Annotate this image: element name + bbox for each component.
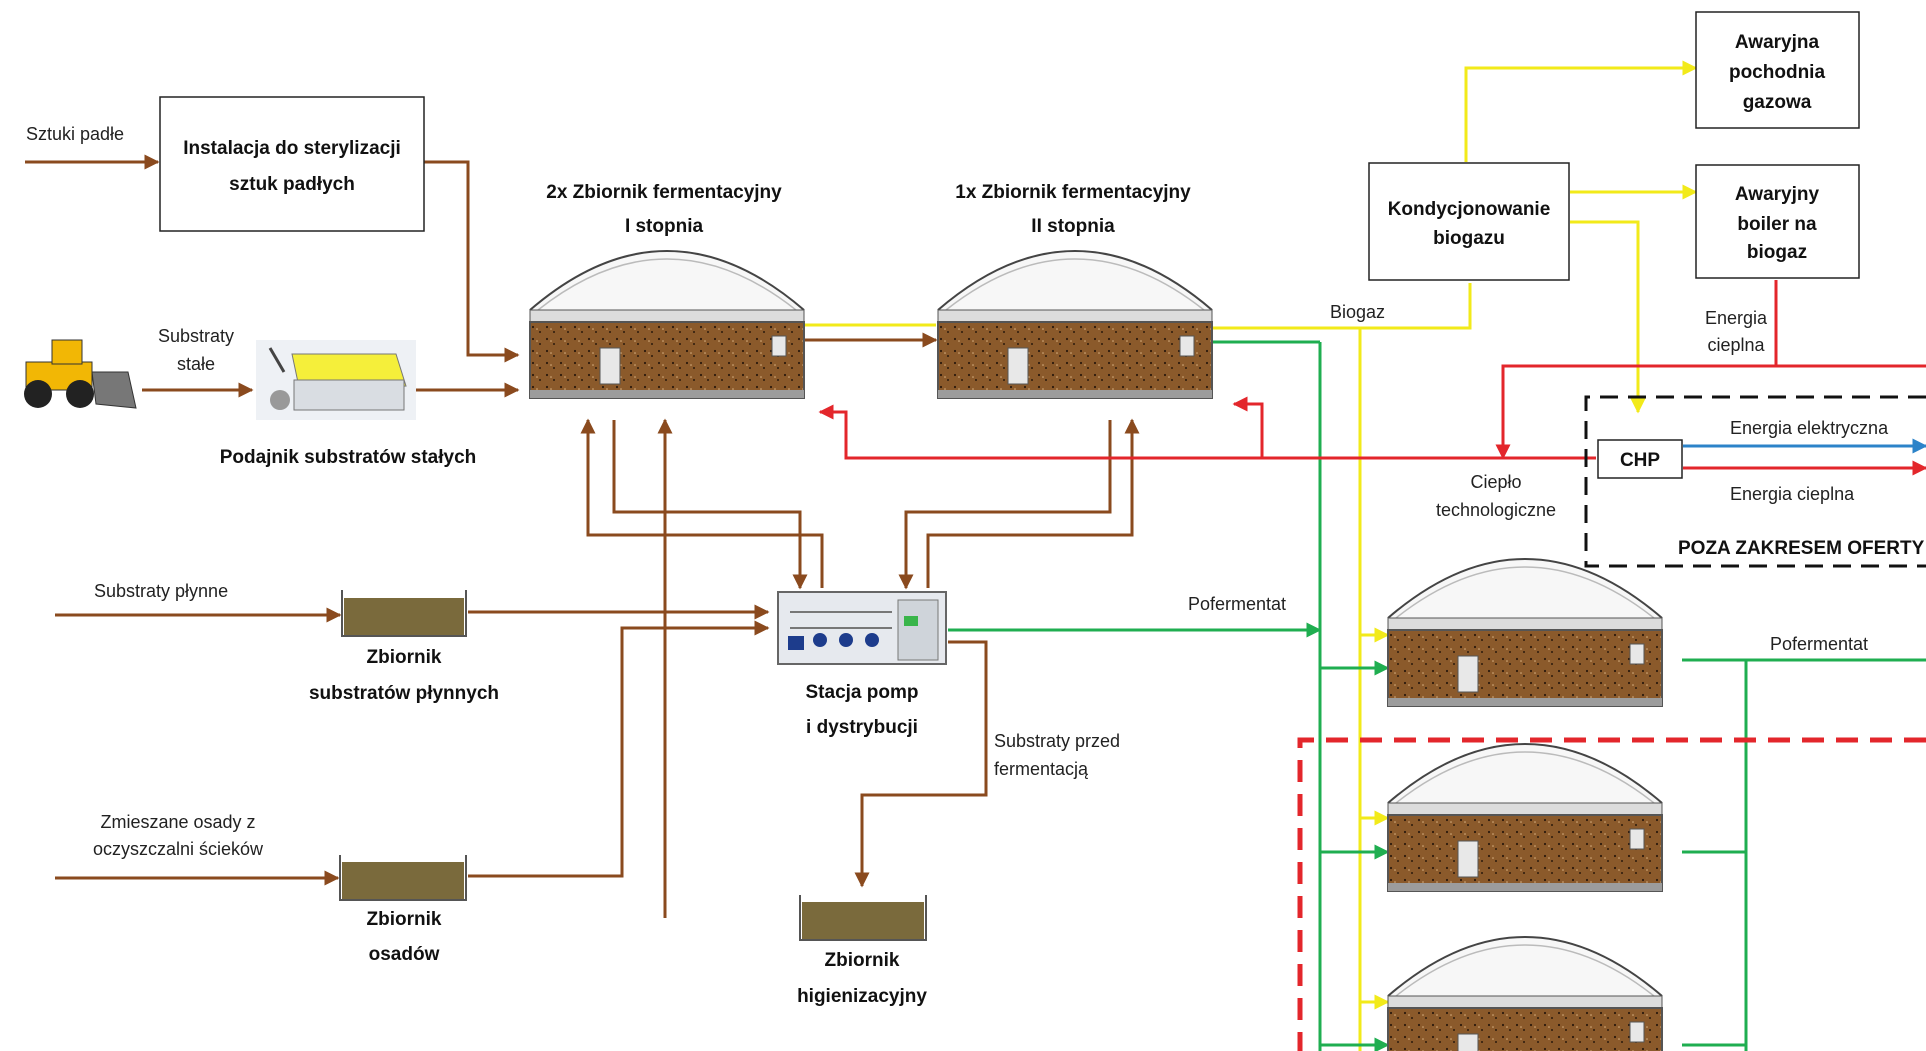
fermentor2-title-2: II stopnia bbox=[1031, 216, 1115, 237]
fermentor1-title-1: 2x Zbiornik fermentacyjny bbox=[546, 182, 782, 203]
fermentor2-title-1: 1x Zbiornik fermentacyjny bbox=[955, 182, 1191, 203]
input-substraty-plynne: Substraty płynne bbox=[94, 581, 228, 601]
out-of-scope-region: POZA ZAKRESEM OFERTY bbox=[1584, 395, 1926, 568]
heat-flows bbox=[818, 280, 1926, 476]
wheel-loader bbox=[24, 339, 137, 409]
hygienization-tank-label-2: higienizacyjny bbox=[797, 986, 927, 1007]
liquid-tank-label-2: substratów płynnych bbox=[309, 683, 499, 704]
svg-text:Instalacja do sterylizacji: Instalacja do sterylizacji bbox=[183, 138, 401, 159]
emergency-boiler-box: Awaryjny boiler na biogaz bbox=[1695, 164, 1860, 279]
biogas-conditioning-box: Kondycjonowanie biogazu bbox=[1368, 162, 1570, 281]
svg-text:Awaryjny: Awaryjny bbox=[1735, 184, 1820, 205]
flow-energia-elektryczna: Energia elektryczna bbox=[1730, 418, 1889, 438]
pump-station-label-1: Stacja pomp bbox=[806, 682, 919, 703]
input-osady-1: Zmieszane osady z bbox=[100, 812, 255, 832]
digestate-flows bbox=[948, 340, 1926, 1051]
hygienization-tank bbox=[799, 895, 927, 941]
sludge-tank bbox=[339, 855, 467, 901]
svg-text:biogazu: biogazu bbox=[1433, 228, 1505, 249]
flow-biogaz: Biogaz bbox=[1330, 302, 1385, 322]
input-osady-2: oczyszczalni ścieków bbox=[93, 839, 264, 859]
flow-pofermentat-2: Pofermentat bbox=[1770, 634, 1868, 654]
flow-cieplo-2: technologiczne bbox=[1436, 500, 1556, 520]
flow-pofermentat-1: Pofermentat bbox=[1188, 594, 1286, 614]
svg-text:Kondycjonowanie: Kondycjonowanie bbox=[1388, 199, 1551, 220]
flow-substraty-przed-2: fermentacją bbox=[994, 759, 1089, 779]
liquid-tank-label-1: Zbiornik bbox=[367, 647, 442, 668]
sludge-tank-label-1: Zbiornik bbox=[367, 909, 442, 930]
svg-text:gazowa: gazowa bbox=[1743, 92, 1812, 113]
sludge-tank-label-2: osadów bbox=[369, 944, 440, 965]
fermentation-tank-stage2 bbox=[937, 250, 1213, 399]
biogas-flows bbox=[804, 60, 1698, 1051]
substrate-flows bbox=[25, 154, 1140, 918]
digestate-tank-3 bbox=[1387, 936, 1663, 1051]
digestate-tank-2 bbox=[1387, 743, 1663, 892]
svg-text:biogaz: biogaz bbox=[1747, 242, 1807, 263]
emergency-flare-box: Awaryjna pochodnia gazowa bbox=[1695, 11, 1860, 129]
fermentor1-title-2: I stopnia bbox=[625, 216, 704, 237]
flow-cieplo-1: Ciepło bbox=[1470, 472, 1521, 492]
digestate-tank-1 bbox=[1387, 558, 1663, 707]
pump-station-label-2: i dystrybucji bbox=[806, 717, 918, 738]
flow-energia-cieplna: Energia cieplna bbox=[1730, 484, 1855, 504]
input-substraty-stale-2: stałe bbox=[177, 354, 215, 374]
pump-station bbox=[777, 591, 947, 665]
feeder-label: Podajnik substratów stałych bbox=[220, 447, 477, 468]
svg-text:Awaryjna: Awaryjna bbox=[1735, 32, 1820, 53]
flow-energia-cieplna-top-2: cieplna bbox=[1707, 335, 1765, 355]
red-dashed-region bbox=[1297, 737, 1926, 1051]
fermentation-tank-stage1 bbox=[529, 250, 805, 399]
flow-energia-cieplna-top-1: Energia bbox=[1705, 308, 1768, 328]
svg-text:boiler na: boiler na bbox=[1737, 214, 1817, 235]
input-sztuki-padle: Sztuki padłe bbox=[26, 124, 124, 144]
chp-box: CHP bbox=[1597, 439, 1683, 479]
hygienization-tank-label-1: Zbiornik bbox=[825, 950, 900, 971]
liquid-substrate-tank bbox=[341, 590, 467, 637]
flow-substraty-przed-1: Substraty przed bbox=[994, 731, 1120, 751]
solid-substrate-feeder bbox=[256, 340, 416, 420]
sterilization-box: Instalacja do sterylizacji sztuk padłych bbox=[159, 96, 425, 232]
svg-text:pochodnia: pochodnia bbox=[1729, 62, 1825, 83]
svg-text:sztuk padłych: sztuk padłych bbox=[229, 174, 355, 195]
svg-text:CHP: CHP bbox=[1620, 450, 1660, 471]
svg-text:POZA ZAKRESEM OFERTY: POZA ZAKRESEM OFERTY bbox=[1678, 538, 1925, 559]
input-substraty-stale-1: Substraty bbox=[158, 326, 234, 346]
